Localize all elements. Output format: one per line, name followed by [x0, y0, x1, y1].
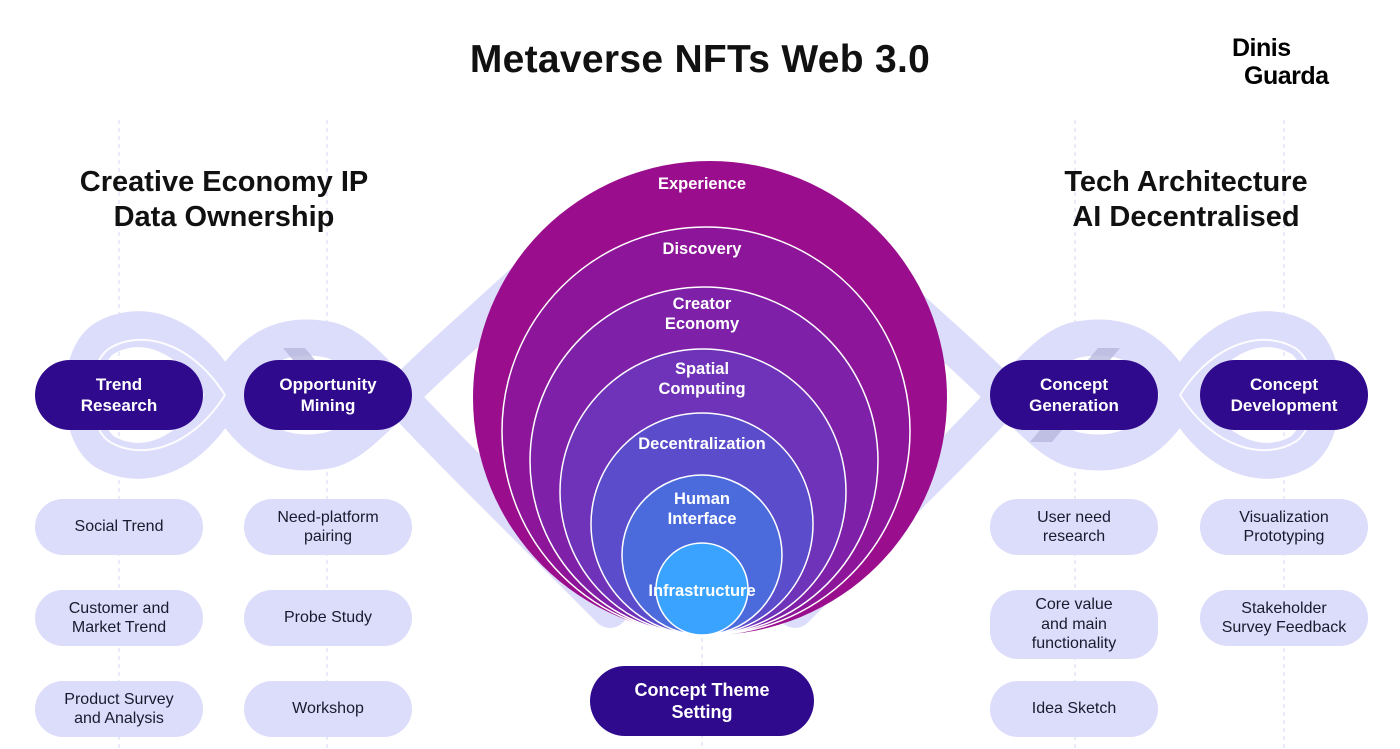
layer-label-discovery: Discovery: [560, 239, 844, 259]
pill-line: functionality: [1031, 635, 1117, 653]
pill-line: Development: [1230, 396, 1338, 415]
pill-line: Market Trend: [71, 619, 167, 636]
layer-label-line: Decentralization: [638, 435, 766, 453]
concept-theme-setting-pill: Concept Theme Setting: [590, 666, 814, 736]
concept-development-pill: Concept Development: [1200, 360, 1368, 430]
user-need-research-item: User need research: [990, 499, 1158, 555]
pill-line: Concept: [1250, 375, 1318, 394]
layer-label-line: Experience: [657, 175, 747, 193]
pill-line: Survey Feedback: [1221, 619, 1347, 636]
layer-label-line: Creator: [672, 295, 732, 313]
ribbon-shadows: [283, 348, 1120, 442]
layer-label-spatial-computing: Spatial Computing: [560, 359, 844, 399]
trend-research-pill: Trend Research: [35, 360, 203, 430]
pill-line: Generation: [1029, 396, 1119, 415]
pill-line: Mining: [300, 396, 356, 415]
pill-line: Concept Theme: [634, 680, 770, 700]
brand-logo: Dinis Guarda: [1232, 34, 1352, 90]
pill-line: Visualization: [1239, 508, 1329, 526]
left-section-title: Creative Economy IP Data Ownership: [14, 165, 434, 235]
layer-label-line: Interface: [667, 510, 737, 528]
pill-line: Customer and: [68, 599, 170, 617]
right-section-title-line-2: AI Decentralised: [1072, 201, 1300, 233]
layer-label-experience: Experience: [560, 174, 844, 194]
logo-line-2: Guarda: [1244, 62, 1329, 90]
logo-line-1: Dinis: [1232, 34, 1291, 62]
core-value-item: Core value and main functionality: [990, 590, 1158, 659]
pill-line: Idea Sketch: [1031, 700, 1117, 718]
layer-label-line: Computing: [658, 380, 746, 398]
pill-line: Research: [80, 396, 158, 415]
pill-line: User need: [1037, 508, 1111, 526]
concept-generation-pill: Concept Generation: [990, 360, 1158, 430]
probe-study-item: Probe Study: [244, 590, 412, 646]
customer-market-trend-item: Customer and Market Trend: [35, 590, 203, 646]
left-ribbon: [64, 212, 628, 628]
pill-line: Stakeholder: [1241, 599, 1327, 617]
right-ribbon: [777, 212, 1341, 628]
need-platform-pairing-item: Need-platform pairing: [244, 499, 412, 555]
pill-line: pairing: [303, 528, 353, 545]
pill-line: Workshop: [292, 700, 364, 718]
layer-label-line: Spatial: [674, 360, 730, 378]
page-title: Metaverse NFTs Web 3.0: [469, 38, 931, 81]
pill-line: Concept: [1040, 375, 1108, 394]
right-section-title: Tech Architecture AI Decentralised: [976, 165, 1396, 235]
pill-line: Product Survey: [64, 690, 174, 708]
pill-line: Probe Study: [283, 609, 373, 627]
layer-label-decentralization: Decentralization: [560, 434, 844, 454]
pill-line: Social Trend: [74, 518, 164, 536]
layer-label-human-interface: Human Interface: [560, 489, 844, 529]
pill-line: Need-platform: [277, 508, 379, 526]
stakeholder-survey-item: Stakeholder Survey Feedback: [1200, 590, 1368, 646]
idea-sketch-item: Idea Sketch: [990, 681, 1158, 737]
layer-label-line: Human: [674, 490, 730, 508]
workshop-item: Workshop: [244, 681, 412, 737]
layer-label-line: Economy: [664, 315, 740, 333]
opportunity-mining-pill: Opportunity Mining: [244, 360, 412, 430]
left-section-title-line-2: Data Ownership: [113, 201, 335, 233]
pill-line: and main: [1041, 615, 1107, 633]
pill-line: Trend: [95, 375, 143, 394]
left-section-title-line-1: Creative Economy IP: [79, 166, 369, 198]
visualization-prototyping-item: Visualization Prototyping: [1200, 499, 1368, 555]
pill-line: Setting: [671, 702, 733, 722]
layer-ring-infrastructure: [655, 542, 749, 636]
pill-line: Core value: [1035, 596, 1113, 614]
pill-line: research: [1042, 528, 1106, 545]
layer-label-creator-economy: Creator Economy: [560, 294, 844, 334]
product-survey-item: Product Survey and Analysis: [35, 681, 203, 737]
layer-label-line: Infrastructure: [648, 582, 756, 600]
pill-line: and Analysis: [74, 710, 164, 727]
layer-label-line: Discovery: [662, 240, 742, 258]
social-trend-item: Social Trend: [35, 499, 203, 555]
pill-line: Opportunity: [279, 375, 377, 394]
pill-line: Prototyping: [1243, 528, 1325, 545]
layer-label-infrastructure: Infrastructure: [560, 581, 844, 601]
right-section-title-line-1: Tech Architecture: [1064, 166, 1308, 198]
